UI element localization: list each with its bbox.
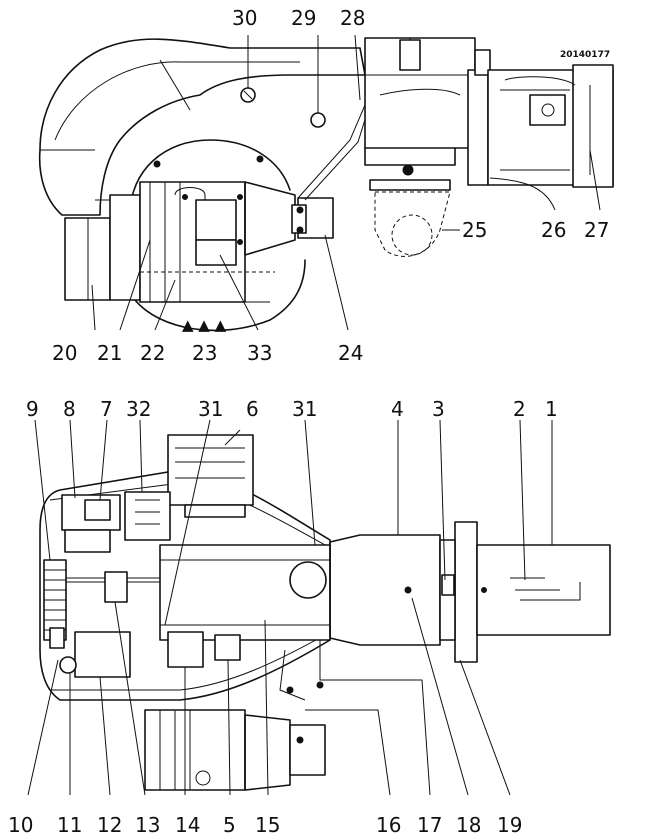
burner-housing — [38, 38, 366, 216]
callout-22: 22 — [140, 341, 165, 365]
callout-33: 33 — [247, 341, 272, 365]
capacitor-box — [195, 199, 237, 241]
callout-30: 30 — [232, 6, 257, 30]
dashed-fitting — [374, 191, 451, 257]
side-view — [38, 37, 614, 332]
burner-body-top — [39, 469, 331, 701]
callout-27: 27 — [584, 218, 609, 242]
callout-16: 16 — [376, 813, 401, 837]
motor-top — [167, 434, 254, 506]
callout-13: 13 — [135, 813, 160, 837]
callout-7: 7 — [100, 397, 113, 421]
callout-10: 10 — [8, 813, 33, 837]
callout-4: 4 — [391, 397, 404, 421]
callout-19: 19 — [497, 813, 522, 837]
callout-1: 1 — [545, 397, 558, 421]
callout-8: 8 — [63, 397, 76, 421]
top-view — [39, 434, 611, 791]
callout-20: 20 — [52, 341, 77, 365]
callout-5: 5 — [223, 813, 236, 837]
callout-3: 3 — [432, 397, 445, 421]
callout-12: 12 — [97, 813, 122, 837]
relay-32 — [124, 491, 171, 541]
callout-23: 23 — [192, 341, 217, 365]
inspection-hole — [310, 112, 326, 128]
callout-2: 2 — [513, 397, 526, 421]
airflow-marker: ▲ ▲ ▲ — [182, 316, 227, 334]
callout-31-left: 31 — [198, 397, 223, 421]
drawing-code: 20140177 — [560, 50, 610, 60]
callout-18: 18 — [456, 813, 481, 837]
callout-6: 6 — [246, 397, 259, 421]
callout-14: 14 — [175, 813, 200, 837]
flange — [467, 69, 489, 186]
photocell — [167, 631, 204, 668]
callout-29: 29 — [291, 6, 316, 30]
callout-28: 28 — [340, 6, 365, 30]
burner-head — [329, 534, 441, 646]
terminal-box — [195, 239, 237, 266]
fan-volute — [129, 139, 291, 216]
top-view-leaders — [27, 419, 553, 796]
callout-9: 9 — [26, 397, 39, 421]
callout-21: 21 — [97, 341, 122, 365]
callout-11: 11 — [57, 813, 82, 837]
callout-24: 24 — [338, 341, 363, 365]
callout-15: 15 — [255, 813, 280, 837]
callout-32: 32 — [126, 397, 151, 421]
callout-25: 25 — [462, 218, 487, 242]
side-view-leaders — [91, 34, 601, 331]
callout-26: 26 — [541, 218, 566, 242]
callout-31-right: 31 — [292, 397, 317, 421]
callout-17: 17 — [417, 813, 442, 837]
